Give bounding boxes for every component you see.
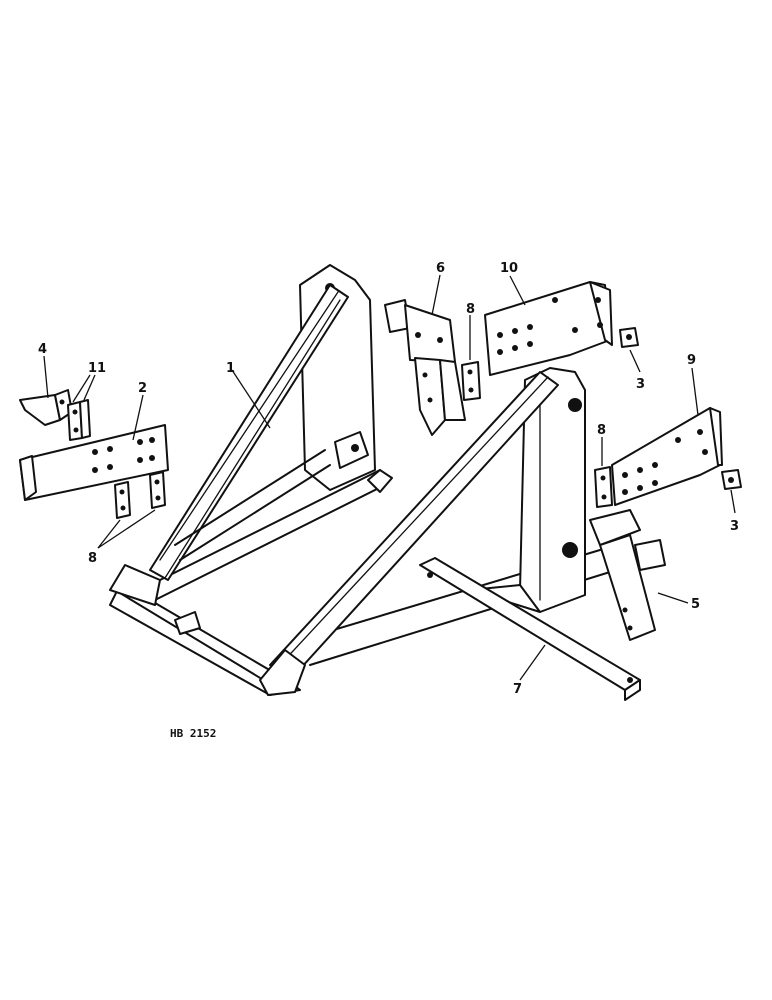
callout-label-8-right: 8 [597, 423, 606, 438]
mounting-plate-upper [484, 281, 613, 376]
callout-label-3-lower: 3 [730, 519, 739, 534]
callout-3-lower: 3 [730, 489, 739, 534]
clamp-plate-holes [92, 437, 155, 473]
tool-bar [419, 557, 641, 701]
callout-label-5: 5 [691, 597, 700, 612]
callout-label-11: 11 [88, 361, 106, 376]
callout-label-10: 10 [500, 261, 518, 276]
spacer-blocks [67, 399, 91, 441]
callout-9: 9 [687, 353, 699, 416]
callout-label-1: 1 [226, 361, 235, 376]
callout-label-7: 7 [513, 682, 522, 697]
wear-plate-left-1 [114, 481, 131, 519]
callout-5: 5 [657, 592, 700, 612]
mounting-plate-lower-holes [622, 429, 708, 495]
wear-plate-right [594, 466, 613, 508]
square-nut-upper [619, 327, 639, 348]
callout-label-9: 9 [687, 353, 696, 368]
callout-10: 10 [500, 261, 526, 306]
callout-8-lower: 8 [88, 509, 156, 566]
main-frame [109, 264, 611, 696]
lower-mount-standard [589, 509, 666, 641]
callout-6: 6 [431, 261, 445, 316]
callout-label-3-upper: 3 [636, 377, 645, 392]
callout-label-6: 6 [436, 261, 445, 276]
callout-label-8-lower: 8 [88, 551, 97, 566]
callout-11: 11 [72, 361, 106, 403]
square-nut-lower [721, 469, 742, 490]
upper-mount-bracket [384, 299, 466, 436]
callout-label-2: 2 [138, 381, 147, 396]
callout-1: 1 [226, 361, 271, 429]
callout-8-right: 8 [597, 423, 606, 466]
mounting-plate-upper-holes [497, 297, 603, 355]
wear-plate-upper [461, 361, 481, 401]
callout-2: 2 [132, 381, 147, 441]
angle-bracket [19, 389, 73, 426]
callout-3-upper: 3 [629, 349, 645, 392]
mounting-plate-lower [611, 407, 723, 506]
callout-label-4: 4 [38, 342, 47, 357]
callout-label-8-upper: 8 [466, 302, 475, 317]
drawing-code: HB 2152 [170, 727, 216, 740]
wear-plate-left-2 [149, 471, 166, 509]
callouts: 1 2 3 3 4 5 6 7 [38, 261, 739, 697]
callout-7: 7 [513, 644, 546, 697]
callout-8-upper: 8 [466, 302, 475, 360]
clamp-plate [19, 424, 169, 501]
callout-4: 4 [38, 342, 49, 399]
